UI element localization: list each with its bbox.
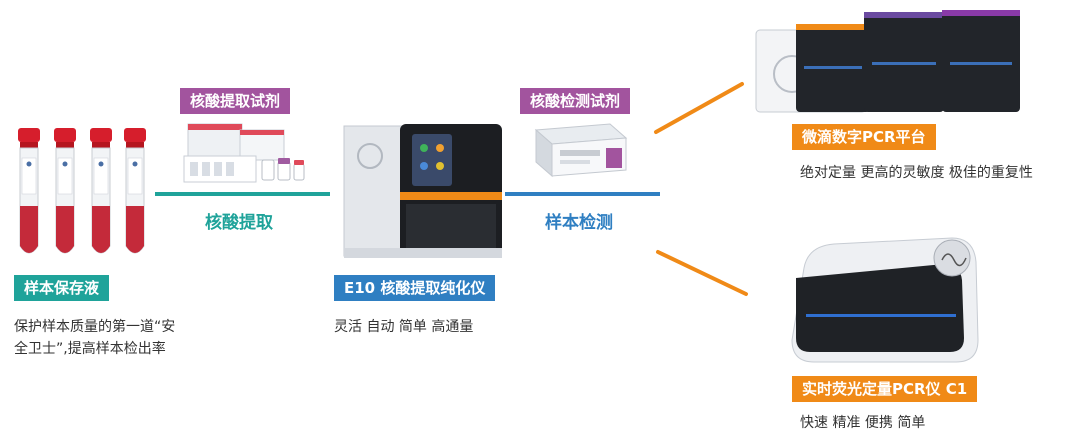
- qpcr-instrument-illustration: [791, 237, 979, 363]
- tube-3: [90, 128, 112, 254]
- preservation-label: 样本保存液: [14, 275, 110, 301]
- dpcr-desc: 绝对定量 更高的灵敏度 极佳的重复性: [800, 165, 1033, 181]
- instrument-label: E10 核酸提取纯化仪: [334, 275, 496, 301]
- branch-line-upper: [654, 82, 744, 134]
- detection-connector-line: [505, 192, 660, 196]
- preservation-desc: 保护样本质量的第一道“安 全卫士”,提高样本检出率: [14, 316, 175, 360]
- extraction-connector-line: [155, 192, 330, 196]
- tube-2: [54, 128, 76, 254]
- detection-reagent-kit-illustration: [534, 123, 628, 178]
- dpcr-label: 微滴数字PCR平台: [792, 124, 936, 150]
- sample-tubes-illustration: [18, 128, 146, 254]
- tube-4: [124, 128, 146, 254]
- detection-reagent-label: 核酸检测试剂: [520, 88, 631, 114]
- extraction-reagent-kit-illustration: [183, 123, 305, 183]
- instrument-desc: 灵活 自动 简单 高通量: [334, 319, 474, 335]
- preservation-desc-line1: 保护样本质量的第一道“安: [14, 319, 176, 335]
- branch-line-lower: [656, 250, 748, 296]
- extraction-reagent-label: 核酸提取试剂: [180, 88, 291, 114]
- e10-instrument-illustration: [343, 124, 502, 258]
- preservation-desc-line2: 全卫士”,提高样本检出率: [14, 341, 166, 357]
- branch-lines: [654, 82, 748, 296]
- dpcr-platform-illustration: [755, 10, 1020, 113]
- qpcr-label: 实时荧光定量PCR仪 C1: [792, 376, 978, 402]
- qpcr-desc: 快速 精准 便携 简单: [800, 415, 926, 431]
- detection-step-label: 样本检测: [545, 213, 613, 233]
- tube-1: [18, 128, 40, 254]
- extraction-step-label: 核酸提取: [205, 213, 273, 233]
